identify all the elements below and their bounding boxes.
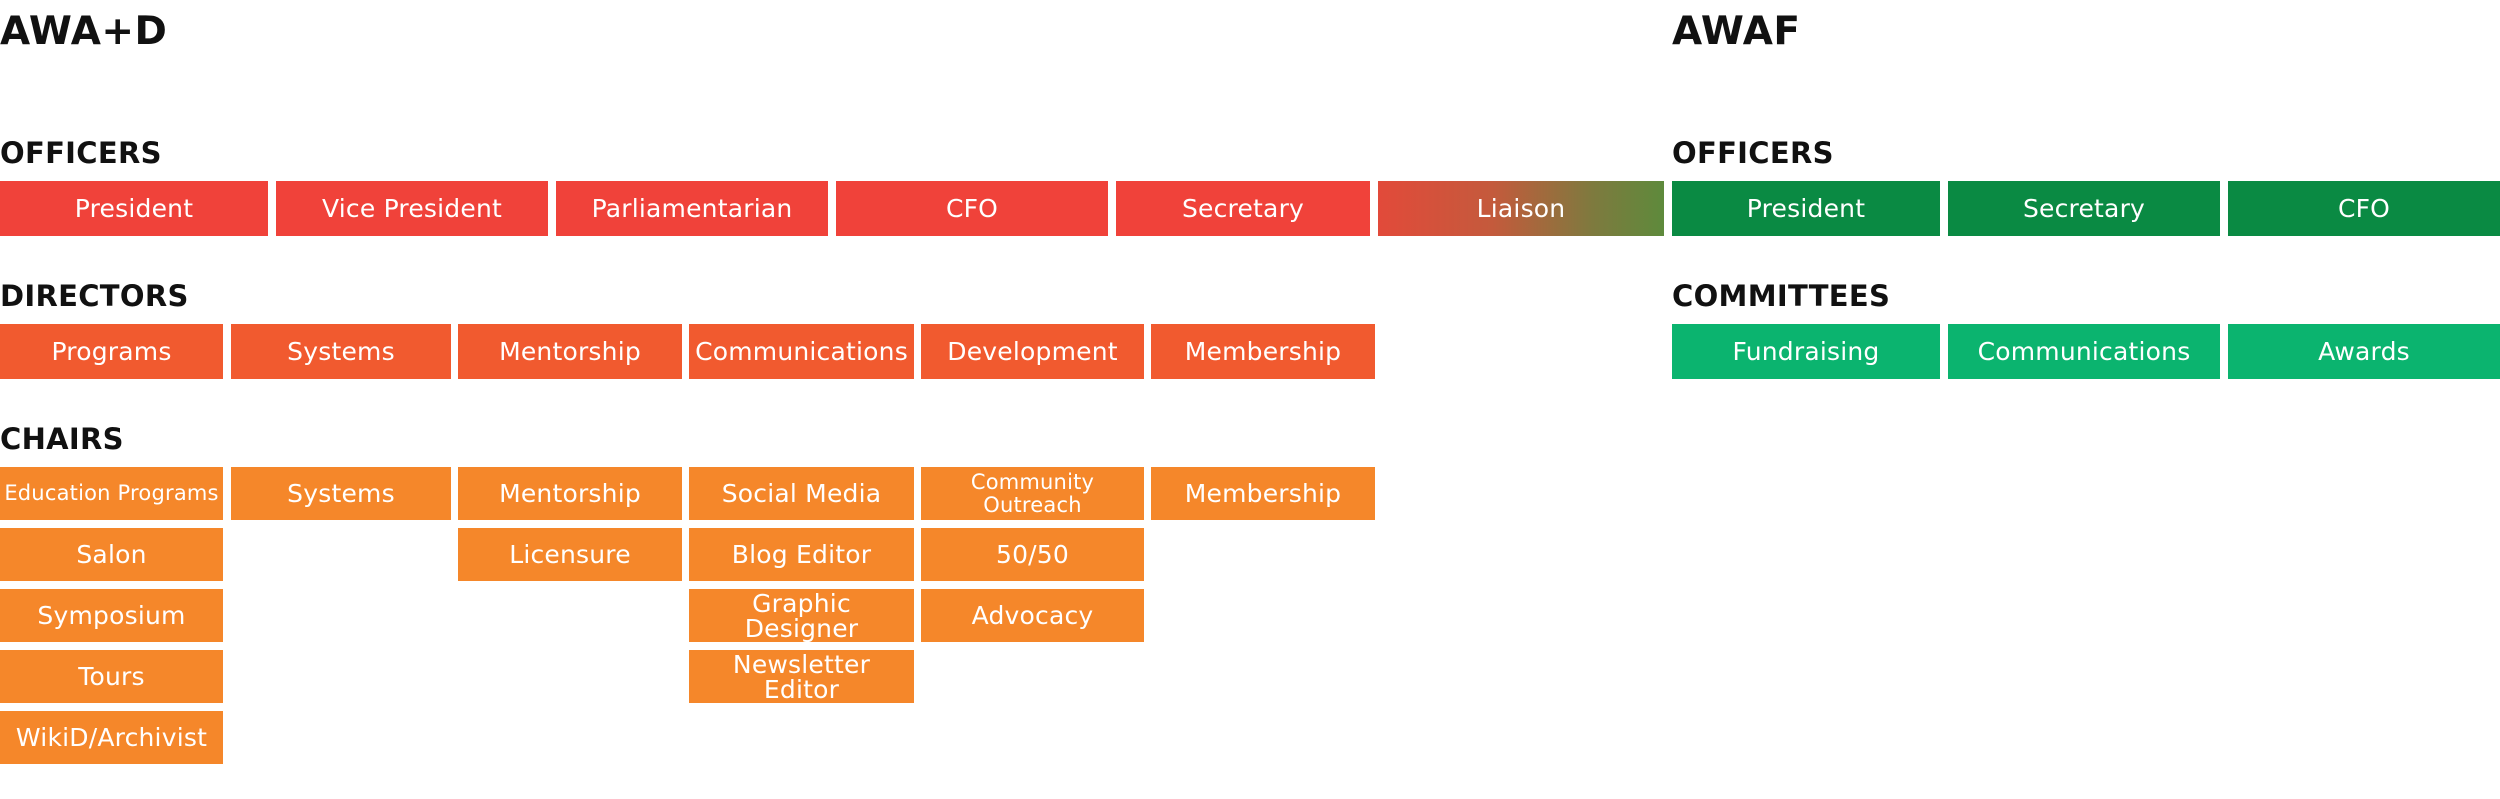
chair-systems: Systems bbox=[231, 467, 451, 520]
director-systems: Systems bbox=[231, 324, 451, 379]
awaf-committee-fundraising: Fundraising bbox=[1672, 324, 1940, 379]
officer-liaison: Liaison bbox=[1378, 181, 1664, 236]
chair-wikid-archivist: WikiD/Archivist bbox=[0, 711, 223, 764]
officer-secretary: Secretary bbox=[1116, 181, 1370, 236]
chair-licensure: Licensure bbox=[458, 528, 682, 581]
chair-tours: Tours bbox=[0, 650, 223, 703]
director-communications: Communications bbox=[689, 324, 914, 379]
officer-cfo: CFO bbox=[836, 181, 1108, 236]
awad-officers-heading: OFFICERS bbox=[0, 136, 162, 170]
chair-advocacy: Advocacy bbox=[921, 589, 1144, 642]
chair-education-programs: Education Programs bbox=[0, 467, 223, 520]
awad-title: AWA+D bbox=[0, 9, 168, 54]
officer-parliamentarian: Parliamentarian bbox=[556, 181, 828, 236]
awaf-committees-heading: COMMITTEES bbox=[1672, 279, 1891, 313]
awaf-committee-communications: Communications bbox=[1948, 324, 2220, 379]
awaf-title: AWAF bbox=[1672, 9, 1801, 54]
chair-social-media: Social Media bbox=[689, 467, 914, 520]
awaf-officer-cfo: CFO bbox=[2228, 181, 2500, 236]
chair-membership: Membership bbox=[1151, 467, 1375, 520]
awaf-officer-secretary: Secretary bbox=[1948, 181, 2220, 236]
chair-mentorship: Mentorship bbox=[458, 467, 682, 520]
chair-50-50: 50/50 bbox=[921, 528, 1144, 581]
chair-newsletter-editor: Newsletter Editor bbox=[689, 650, 914, 703]
awad-chairs-heading: CHAIRS bbox=[0, 422, 124, 456]
chair-symposium: Symposium bbox=[0, 589, 223, 642]
officer-president: President bbox=[0, 181, 268, 236]
officer-vice-president: Vice President bbox=[276, 181, 548, 236]
director-development: Development bbox=[921, 324, 1144, 379]
chair-community-outreach: Community Outreach bbox=[921, 467, 1144, 520]
awad-directors-heading: DIRECTORS bbox=[0, 279, 189, 313]
director-membership: Membership bbox=[1151, 324, 1375, 379]
awaf-officer-president: President bbox=[1672, 181, 1940, 236]
awaf-committee-awards: Awards bbox=[2228, 324, 2500, 379]
chair-graphic-designer: Graphic Designer bbox=[689, 589, 914, 642]
chair-salon: Salon bbox=[0, 528, 223, 581]
awaf-officers-heading: OFFICERS bbox=[1672, 136, 1834, 170]
chair-blog-editor: Blog Editor bbox=[689, 528, 914, 581]
director-programs: Programs bbox=[0, 324, 223, 379]
director-mentorship: Mentorship bbox=[458, 324, 682, 379]
